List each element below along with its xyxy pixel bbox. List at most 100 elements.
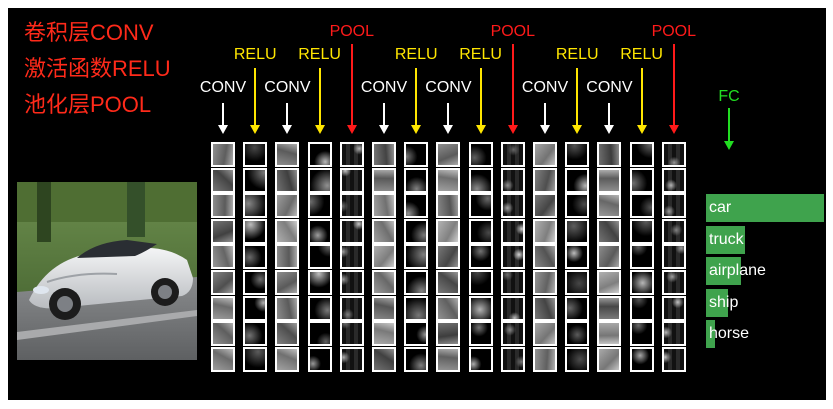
activation-map [307,270,332,295]
activation-map [307,244,332,270]
activation-map [436,142,461,167]
activation-map [500,244,525,270]
activation-map [275,244,300,270]
activation-map [243,142,268,167]
layer-label-relu: RELU [394,46,438,63]
activation-map [565,142,590,167]
score-label: ship [709,293,739,311]
activation-map [533,321,557,347]
activation-map [243,193,268,219]
activation-map [243,321,268,347]
activation-map [533,142,557,167]
score-bar [706,320,715,349]
legend-conv: 卷积层CONV [24,20,154,45]
activation-map [468,218,493,244]
activation-map [275,270,300,295]
activation-map [565,193,590,219]
activation-map [372,218,396,244]
activation-map [597,346,622,372]
score-bar [706,257,741,286]
activation-map [372,167,396,193]
activation-map [661,142,686,167]
activation-map [307,321,332,347]
activation-map [597,295,622,321]
activation-map [468,270,493,295]
score-bar [706,225,745,254]
activation-map [565,244,590,270]
activation-map [339,193,364,219]
layer-label-conv: CONV [360,79,408,96]
arrow-conv [540,103,550,134]
activation-map [468,193,493,219]
activation-map [372,321,396,347]
activation-map [243,295,268,321]
activation-map [372,270,396,295]
activation-map [404,346,429,372]
activation-map [275,321,300,347]
activation-map [597,193,622,219]
activation-map [629,346,654,372]
score-bar [706,288,728,317]
activation-map [533,167,557,193]
arrow-relu [411,68,422,134]
arrow-relu [250,68,261,134]
activation-map [597,167,622,193]
score-bar [706,194,824,222]
layer-label-relu: RELU [620,46,663,63]
activation-map [565,167,590,193]
activation-map [533,270,557,295]
activation-map [404,270,429,295]
activation-map [500,346,525,372]
activation-map [533,346,557,372]
activation-map [661,270,686,295]
activation-map [661,321,686,347]
activation-map [243,218,268,244]
score-label: truck [709,230,744,248]
layer-label-conv: CONV [586,79,633,96]
activation-map [404,167,429,193]
activation-map [597,321,622,347]
layer-label-conv: CONV [425,79,472,96]
activation-map [436,270,461,295]
activation-map [629,218,654,244]
legend-pool: 池化层POOL [24,92,152,117]
activation-map [629,142,654,167]
activation-map [661,346,686,372]
activation-map [211,142,235,167]
activation-map [436,295,461,321]
activation-map [307,295,332,321]
activation-map [307,346,332,372]
activation-map [500,142,525,167]
activation-map [661,218,686,244]
activation-map [629,270,654,295]
activation-map [661,244,686,270]
layer-label-conv: CONV [199,79,247,96]
activation-map [629,244,654,270]
activation-map [436,167,461,193]
layer-label-relu: RELU [555,46,599,63]
activation-map [468,244,493,270]
activation-map [629,167,654,193]
activation-map [468,295,493,321]
layer-label-relu: RELU [233,46,277,63]
activation-map [661,167,686,193]
activation-map [372,142,396,167]
activation-map [500,218,525,244]
activation-map [339,346,364,372]
activation-map [629,321,654,347]
activation-map [211,270,235,295]
input-car-image [17,182,197,360]
activation-map [565,218,590,244]
arrow-relu [314,68,325,134]
activation-map [565,295,590,321]
activation-map [629,193,654,219]
activation-map [468,167,493,193]
arrow-pool [668,44,679,134]
activation-map [211,193,235,219]
layer-label-conv: CONV [521,79,569,96]
activation-map [565,321,590,347]
activation-map [275,295,300,321]
arrow-conv [282,103,293,134]
layer-label-conv: CONV [264,79,311,96]
